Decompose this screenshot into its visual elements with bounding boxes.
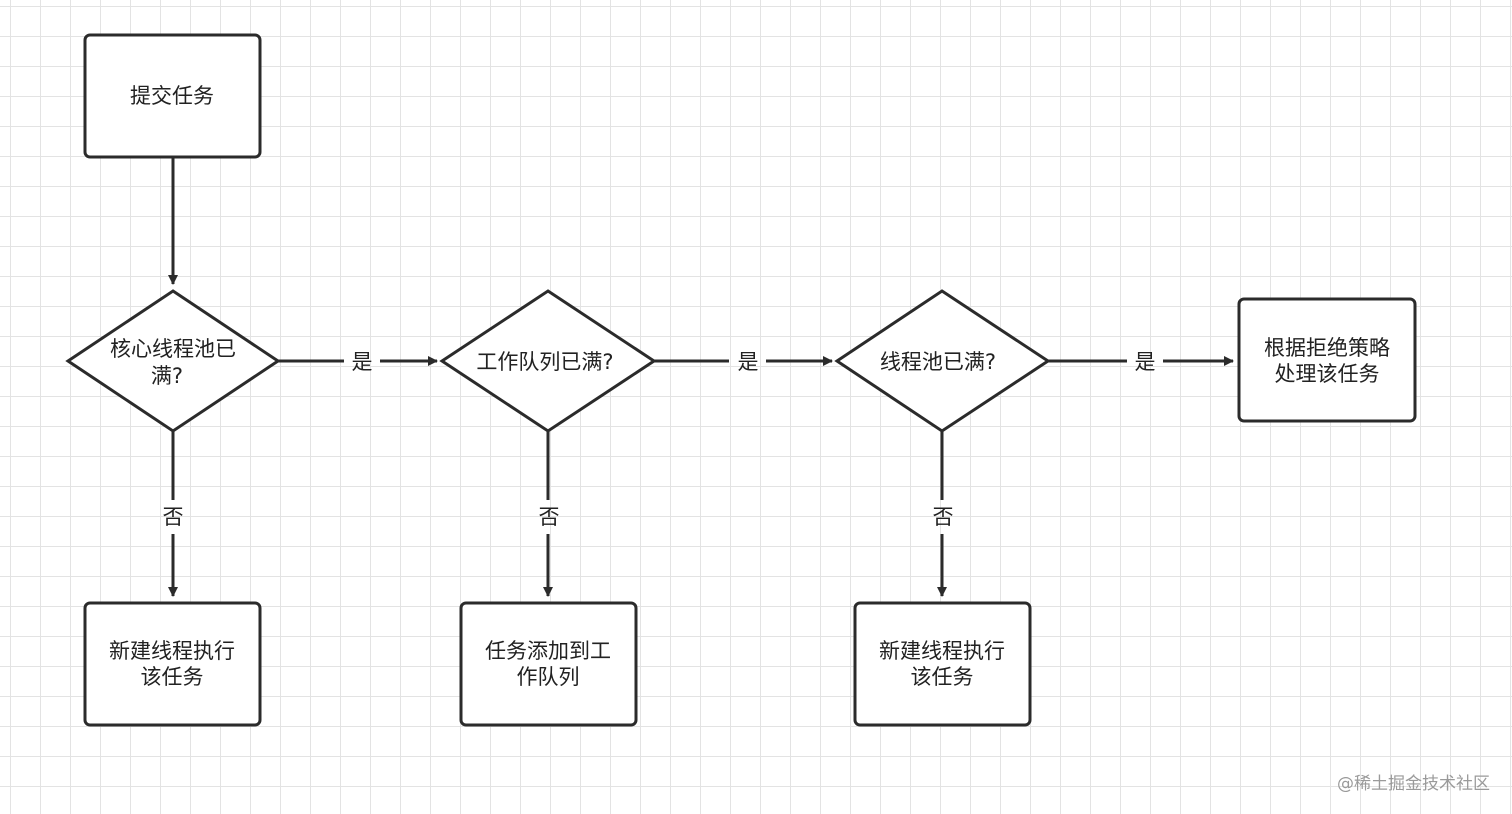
node-core-pool-full-label-line2: 满? xyxy=(151,364,183,388)
node-reject-policy: 根据拒绝策略 处理该任务 xyxy=(1237,297,1417,423)
node-submit-task-shape xyxy=(83,33,262,159)
node-thread-pool-full-label: 线程池已满? xyxy=(880,350,996,374)
node-work-queue-full-shape xyxy=(439,289,657,433)
node-new-thread-max-label-line2: 该任务 xyxy=(911,665,974,689)
edge-label-pool-yes: 是 xyxy=(1135,350,1156,374)
node-new-thread-core-shape xyxy=(83,601,262,727)
node-reject-policy-shape xyxy=(1237,297,1417,423)
node-submit-task: 提交任务 xyxy=(83,33,262,159)
node-add-to-queue-label-line2: 作队列 xyxy=(517,665,580,689)
node-add-to-queue-shape xyxy=(459,601,638,727)
node-new-thread-core-label-line1: 新建线程执行 xyxy=(109,639,235,663)
edges xyxy=(168,158,1234,597)
edge-label-queue-no: 否 xyxy=(539,505,560,529)
nodes: 提交任务 核心线程池已 满? 工作队列已满? 线程池已满? 根据拒绝策略 处理该… xyxy=(65,33,1417,727)
node-work-queue-full: 工作队列已满? xyxy=(439,289,657,433)
node-new-thread-core-label-line2: 该任务 xyxy=(141,665,204,689)
edge-label-queue-yes: 是 xyxy=(738,350,759,374)
node-reject-policy-label-line1: 根据拒绝策略 xyxy=(1264,336,1390,360)
node-new-thread-max: 新建线程执行 该任务 xyxy=(853,601,1032,727)
node-core-pool-full-shape xyxy=(65,289,281,433)
watermark: @稀土掘金技术社区 xyxy=(1337,774,1490,794)
node-core-pool-full: 核心线程池已 满? xyxy=(65,289,281,433)
edge-label-core-yes: 是 xyxy=(352,350,373,374)
node-thread-pool-full-shape xyxy=(834,289,1051,433)
node-work-queue-full-label: 工作队列已满? xyxy=(476,350,613,374)
node-add-to-queue: 任务添加到工 作队列 xyxy=(459,601,638,727)
node-new-thread-max-shape xyxy=(853,601,1032,727)
node-core-pool-full-label-line1: 核心线程池已 xyxy=(110,337,236,361)
node-reject-policy-label-line2: 处理该任务 xyxy=(1275,362,1380,386)
edge-labels: 是 是 是 否 否 否 xyxy=(163,350,1156,529)
edge-label-core-no: 否 xyxy=(163,505,184,529)
node-add-to-queue-label-line1: 任务添加到工 xyxy=(485,639,611,663)
node-new-thread-max-label-line1: 新建线程执行 xyxy=(879,639,1005,663)
edge-label-pool-no: 否 xyxy=(933,505,954,529)
node-thread-pool-full: 线程池已满? xyxy=(834,289,1051,433)
node-new-thread-core: 新建线程执行 该任务 xyxy=(83,601,262,727)
node-submit-task-label: 提交任务 xyxy=(130,84,214,108)
